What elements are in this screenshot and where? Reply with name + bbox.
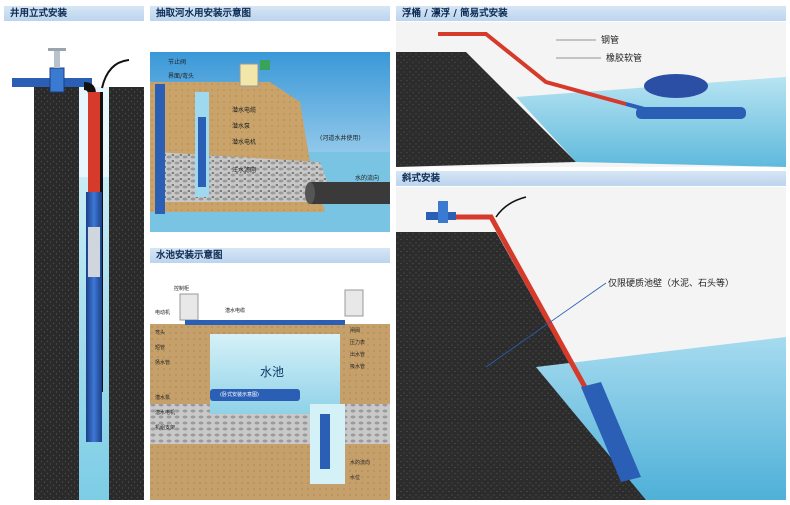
label-pool-cable: 潜水电缆 [225, 307, 245, 314]
label-pump: 潜水泵 [232, 122, 250, 130]
label-horizontal: (卧式安装示意图) [220, 391, 259, 398]
incline-slope [396, 232, 646, 500]
steel-pipe [438, 32, 627, 106]
vertical-pipe [155, 84, 165, 214]
incline-pipe [456, 214, 599, 409]
valve-stem [54, 50, 60, 68]
incline-water [536, 337, 786, 500]
float-tank [644, 74, 708, 98]
label-gauge: 压力表 [350, 339, 365, 346]
river-illustration: 节止阀 界面/弯头 潜水电缆 潜水泵 潜水电机 汪水滤网 (河道水井使用) 水的… [150, 52, 390, 232]
intake-mouth [305, 182, 315, 204]
float-slope [396, 52, 576, 167]
float-panel-title: 浮桶 / 漂浮 / 简易式安装 [396, 6, 786, 21]
pool-control-box [179, 293, 199, 321]
valve-handwheel [48, 48, 66, 51]
label-elbow-pool: 弯头 [155, 329, 165, 336]
power-cable [101, 59, 130, 89]
pump-intake-screen [88, 227, 100, 277]
control-box [239, 63, 259, 87]
pool-outlet-pipe [185, 320, 345, 325]
pool-control-box-2 [344, 289, 364, 317]
incline-panel-title: 斜式安装 [396, 171, 786, 186]
pool-install-panel: 水池 控制柜 电动机 弯头 短管 扬水管 潜水电缆 潜水泵 潜水电机 机组支架 … [150, 264, 390, 500]
horizontal-pump [210, 389, 300, 401]
submersible-motor [86, 332, 102, 442]
gate-valve [49, 67, 65, 93]
label-leader [485, 282, 607, 368]
float-water [516, 77, 786, 167]
label-motor-pool: 电动机 [155, 309, 170, 316]
label-pool-flow: 水的流向 [350, 459, 370, 466]
label-bracket: 机组支架 [155, 424, 175, 431]
label-water-level: 水位 [350, 474, 360, 481]
label-pool-motor: 潜水电机 [155, 409, 175, 416]
pool-panel-title: 水池安装示意图 [150, 248, 390, 263]
label-motor: 潜水电机 [232, 138, 256, 146]
label-elbow: 界面/弯头 [168, 72, 194, 80]
label-in-pipe: 吸水管 [350, 363, 365, 370]
float-install-panel: 钢管 橡胶软管 [396, 22, 786, 167]
label-pool-pump: 潜水泵 [155, 394, 170, 401]
pool-illustration: 水池 控制柜 电动机 弯头 短管 扬水管 潜水电缆 潜水泵 潜水电机 机组支架 … [150, 285, 390, 500]
well-panel-title: 井用立式安装 [4, 6, 144, 21]
label-hard-wall: 仅限硬质池壁（水泥、石头等） [608, 277, 734, 289]
label-valve: 节止阀 [168, 58, 186, 66]
label-gate: 闸阀 [350, 327, 360, 334]
label-control: 控制柜 [174, 285, 189, 292]
label-rubber-hose: 橡胶软管 [606, 52, 642, 64]
label-out-pipe: 出水管 [350, 351, 365, 358]
riser-pipe [88, 92, 100, 192]
incline-install-panel: 仅限硬质池壁（水泥、石头等） [396, 187, 786, 500]
incline-illustration: 仅限硬质池壁（水泥、石头等） [396, 187, 786, 500]
float-pump [636, 107, 746, 119]
incline-pump [581, 382, 641, 482]
valve-box [260, 60, 270, 70]
label-cable: 潜水电缆 [232, 106, 256, 114]
float-illustration: 钢管 橡胶软管 [396, 22, 786, 167]
river-install-panel: 节止阀 界面/弯头 潜水电缆 潜水泵 潜水电机 汪水滤网 (河道水井使用) 水的… [150, 22, 390, 232]
river-panel-title: 抽取河水用安装示意图 [150, 6, 390, 21]
well-illustration [12, 48, 144, 500]
intake-pipe [310, 182, 390, 204]
incline-valve [438, 201, 448, 223]
label-riser: 扬水管 [155, 359, 170, 366]
pump-unit [198, 117, 206, 187]
incline-cable [495, 196, 527, 218]
pool-pump [320, 414, 330, 469]
pool-name: 水池 [260, 365, 284, 379]
label-screen: 汪水滤网 [232, 166, 256, 174]
label-flow: 水的流向 [355, 174, 379, 182]
well-install-panel [4, 22, 144, 500]
label-short-pipe: 短管 [155, 344, 165, 351]
label-steel-pipe: 钢管 [601, 34, 619, 46]
label-river-well: (河道水井使用) [320, 134, 361, 142]
